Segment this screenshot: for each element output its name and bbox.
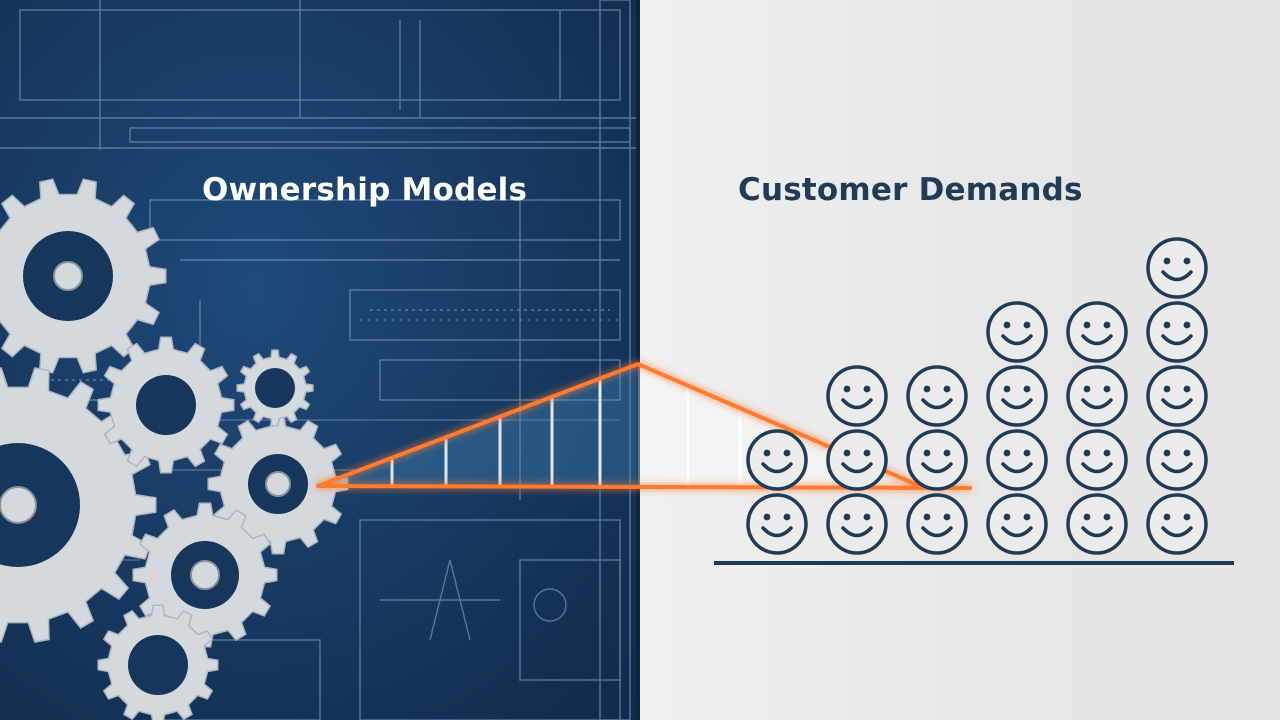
smiley-stacks bbox=[746, 237, 1208, 555]
customer-demands-heading: Customer Demands bbox=[738, 172, 1083, 208]
smiley-icon bbox=[746, 493, 808, 555]
smiley-icon bbox=[1146, 365, 1208, 427]
blueprint-panel bbox=[0, 0, 638, 720]
smiley-icon bbox=[1146, 237, 1208, 299]
smiley-icon bbox=[1146, 301, 1208, 363]
gear-icon bbox=[97, 604, 219, 720]
smiley-icon bbox=[1066, 429, 1128, 491]
smiley-icon bbox=[1146, 493, 1208, 555]
ownership-models-heading: Ownership Models bbox=[202, 172, 528, 208]
smiley-icon bbox=[1066, 365, 1128, 427]
gear-icon bbox=[97, 336, 235, 474]
smiley-icon bbox=[746, 429, 808, 491]
smiley-icon bbox=[826, 365, 888, 427]
smiley-icon bbox=[986, 429, 1048, 491]
panel-divider bbox=[636, 0, 640, 720]
gear-icon bbox=[0, 367, 157, 643]
gear-cluster bbox=[0, 178, 349, 720]
smiley-icon bbox=[906, 365, 968, 427]
gear-icon bbox=[236, 349, 314, 427]
smiley-icon bbox=[1066, 301, 1128, 363]
smiley-icon bbox=[986, 493, 1048, 555]
smiley-icon bbox=[826, 493, 888, 555]
smiley-icon bbox=[1066, 493, 1128, 555]
smiley-icon bbox=[906, 429, 968, 491]
smiley-icon bbox=[1146, 429, 1208, 491]
smiley-icon bbox=[826, 429, 888, 491]
gear-icon bbox=[132, 502, 278, 648]
smiley-icon bbox=[906, 493, 968, 555]
smiley-icon bbox=[986, 365, 1048, 427]
smiley-icon bbox=[986, 301, 1048, 363]
gear-icon bbox=[0, 178, 167, 374]
